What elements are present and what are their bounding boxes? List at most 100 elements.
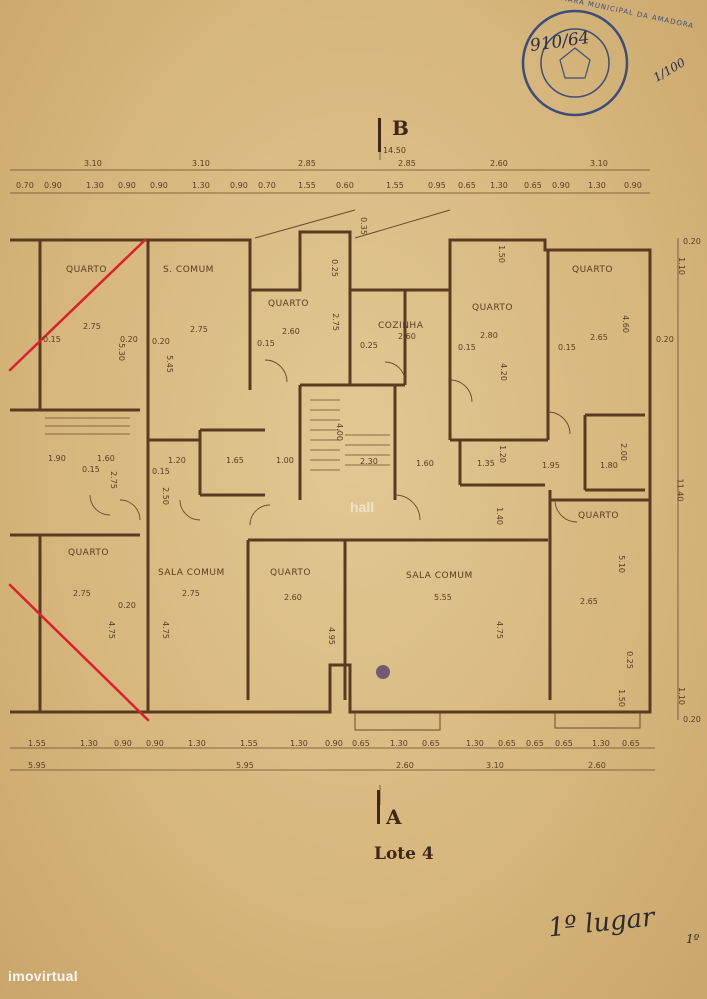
room-label-quarto: QUARTO [472, 303, 514, 313]
dim-label: 0.20 [120, 335, 138, 344]
dim-label: 0.60 [336, 181, 354, 190]
dim-label: 0.90 [118, 181, 136, 190]
dim-label: 2.75 [83, 322, 101, 331]
dim-label: 1.30 [86, 181, 104, 190]
dim-label: 2.65 [590, 333, 608, 342]
dim-label: 0.15 [458, 343, 476, 352]
dim-label: 0.65 [555, 739, 573, 748]
dim-label: 0.15 [82, 465, 100, 474]
dim-label: 1.50 [496, 245, 506, 263]
room-label-cozinha: COZINHA [378, 321, 424, 331]
dim-label: 0.15 [43, 335, 61, 344]
dim-label: 0.20 [683, 715, 701, 724]
dim-label: 4.75 [106, 621, 116, 639]
dim-label: 3.10 [192, 159, 210, 168]
dim-label: 2.75 [73, 589, 91, 598]
dim-label: 2.50 [160, 487, 170, 505]
dim-label: 2.65 [580, 597, 598, 606]
dim-label: 0.90 [146, 739, 164, 748]
dim-label: 1.55 [298, 181, 316, 190]
dim-label: 0.65 [422, 739, 440, 748]
dim-label: 1.30 [588, 181, 606, 190]
dim-label: 0.15 [257, 339, 275, 348]
dim-label: 5.30 [116, 343, 126, 361]
municipal-stamp [521, 9, 629, 117]
section-a-label: A [386, 805, 402, 829]
dim-label: 11.40 [675, 478, 685, 502]
handwritten-corner-mark: 1º [686, 932, 700, 946]
dim-label: 0.65 [526, 739, 544, 748]
dim-label: 1.95 [542, 461, 560, 470]
dim-label: 0.20 [118, 601, 136, 610]
dim-label: 1.40 [494, 507, 504, 525]
walls [10, 230, 652, 714]
dim-label: 0.65 [352, 739, 370, 748]
dim-label: 1.30 [592, 739, 610, 748]
total-width-label: 14.50 [383, 146, 406, 155]
room-label-quarto: QUARTO [66, 265, 108, 275]
dim-label: 0.65 [498, 739, 516, 748]
hall-watermark: hall [350, 499, 375, 515]
room-label-quarto: QUARTO [578, 511, 620, 521]
dim-label: 1.10 [676, 687, 686, 705]
dim-label: 0.90 [114, 739, 132, 748]
dim-label: 1.30 [466, 739, 484, 748]
dim-label: 5.55 [434, 593, 452, 602]
dim-label: 0.65 [622, 739, 640, 748]
balconies [254, 209, 641, 731]
dim-label: 1.10 [676, 257, 686, 275]
dim-label: 0.25 [624, 651, 634, 669]
dim-label: 1.55 [386, 181, 404, 190]
dim-label: 5.95 [236, 761, 254, 770]
dim-label: 1.65 [226, 456, 244, 465]
dim-label: 1.55 [28, 739, 46, 748]
dim-label: 0.90 [230, 181, 248, 190]
dim-label: 1.30 [390, 739, 408, 748]
dim-label: 3.10 [84, 159, 102, 168]
dim-label: 0.70 [16, 181, 34, 190]
dim-label: 5.45 [164, 355, 174, 373]
dim-label: 2.30 [360, 457, 378, 466]
dim-label: 1.30 [192, 181, 210, 190]
dim-label: 0.65 [524, 181, 542, 190]
dim-label: 1.35 [477, 459, 495, 468]
dim-label: 0.65 [458, 181, 476, 190]
section-b-label: B [392, 116, 409, 140]
dim-label: 1.50 [616, 689, 626, 707]
dim-label: 2.60 [284, 593, 302, 602]
dim-label: 0.15 [152, 467, 170, 476]
room-label-sala-comum: SALA COMUM [406, 571, 473, 581]
dim-label: 4.00 [334, 423, 344, 441]
room-label-quarto: QUARTO [270, 568, 312, 578]
dim-label: 4.20 [498, 363, 508, 381]
room-label-quarto: QUARTO [268, 299, 310, 309]
dim-label: 0.25 [360, 341, 378, 350]
dim-label: 0.70 [258, 181, 276, 190]
dim-label: 0.90 [624, 181, 642, 190]
dim-label: 1.30 [490, 181, 508, 190]
dim-label: 1.20 [168, 456, 186, 465]
dim-label: 2.60 [490, 159, 508, 168]
dim-label: 1.55 [240, 739, 258, 748]
dim-label: 3.10 [486, 761, 504, 770]
room-label-sala-comum: SALA COMUM [158, 568, 225, 578]
dim-label: 4.95 [326, 627, 336, 645]
lot-title: Lote 4 [374, 844, 434, 864]
ink-spot [376, 665, 390, 679]
dim-label: 1.30 [188, 739, 206, 748]
dim-label: 1.30 [80, 739, 98, 748]
dim-label: 2.85 [398, 159, 416, 168]
dim-label: 1.60 [97, 454, 115, 463]
dim-label: 4.60 [620, 315, 630, 333]
dim-label: 2.00 [618, 443, 628, 461]
dim-label: 2.60 [588, 761, 606, 770]
dim-label: 0.20 [152, 337, 170, 346]
dim-label: 4.75 [494, 621, 504, 639]
dim-label: 2.75 [190, 325, 208, 334]
dim-label: 0.20 [683, 237, 701, 246]
dim-label: 0.20 [656, 335, 674, 344]
room-label-s-comum: S. COMUM [163, 265, 214, 275]
dim-label: 3.10 [590, 159, 608, 168]
dim-label: 1.90 [48, 454, 66, 463]
